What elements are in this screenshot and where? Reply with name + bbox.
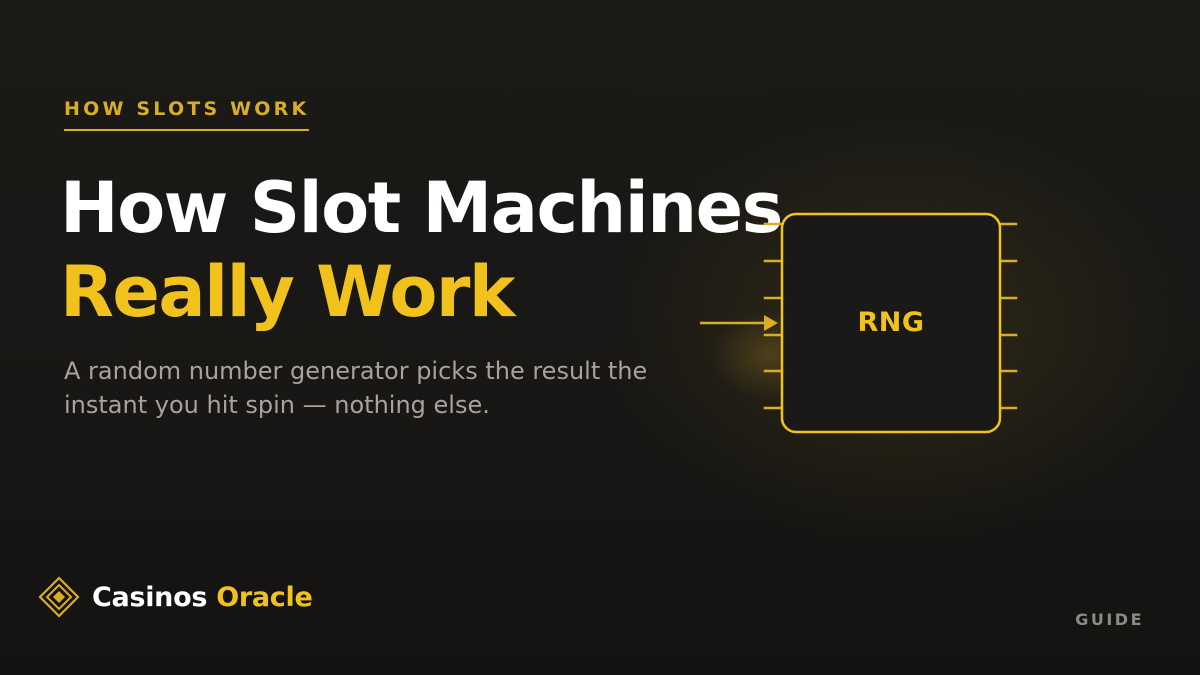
category-tag: GUIDE (1075, 610, 1144, 629)
subtitle: A random number generator picks the resu… (64, 357, 648, 419)
rng-chip-illustration: RNG (690, 205, 1030, 445)
title-line-1: How Slot Machines (60, 167, 783, 249)
chip-icon (700, 212, 1018, 434)
eyebrow-label: HOW SLOTS WORK (64, 98, 310, 131)
title-line-2: Really Work (60, 251, 515, 333)
diamond-logo-icon (38, 576, 80, 618)
rng-label: RNG (857, 306, 925, 338)
brand-word-2: Oracle (216, 581, 313, 613)
brand-logo[interactable]: Casinos Oracle (38, 576, 313, 618)
brand-name: Casinos Oracle (92, 581, 313, 613)
page-title: How Slot Machines Really Work (60, 166, 783, 334)
brand-word-1: Casinos (92, 581, 208, 613)
